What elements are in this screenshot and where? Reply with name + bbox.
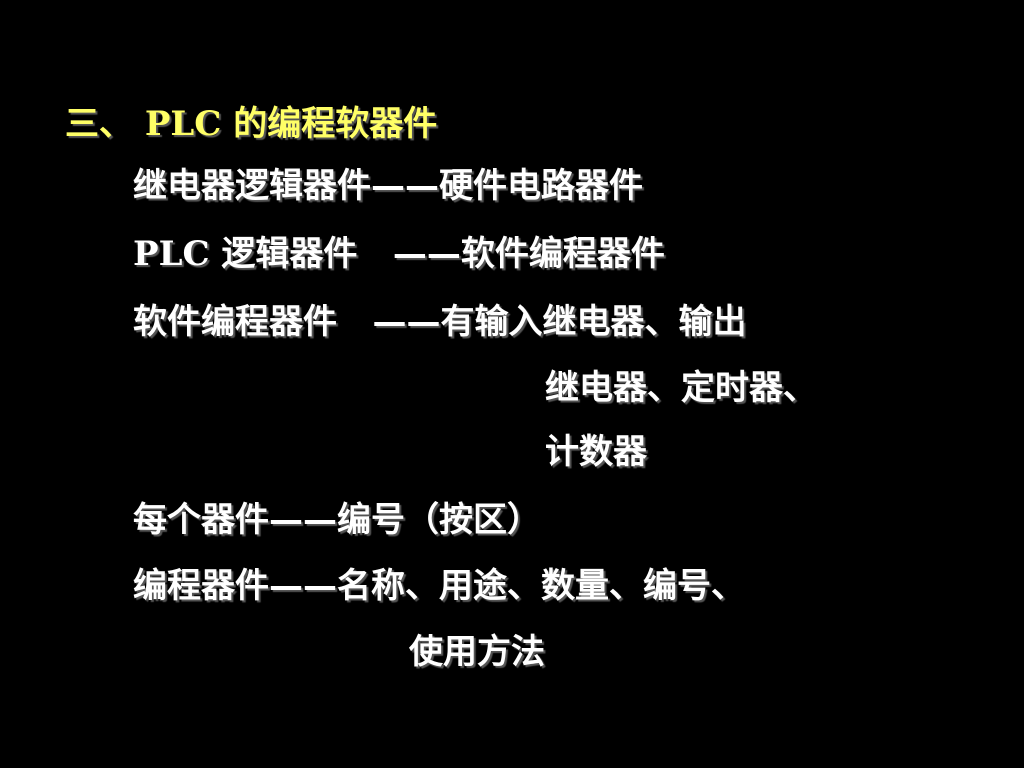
- text-line-device-attributes: 编程器件——名称、用途、数量、编号、: [133, 566, 745, 606]
- text-line-soft-devices-cont-1: 继电器、定时器、: [545, 368, 817, 408]
- text-line-device-numbering: 每个器件——编号（按区）: [133, 500, 541, 540]
- text-line-plc-logic: PLC 逻辑器件 ——软件编程器件: [133, 234, 665, 274]
- text-line-device-attributes-cont: 使用方法: [409, 632, 545, 672]
- text-line-relay-logic: 继电器逻辑器件——硬件电路器件: [133, 166, 643, 206]
- slide-title: 三、 PLC 的编程软器件: [65, 104, 438, 144]
- text-line-soft-devices-cont-2: 计数器: [545, 432, 647, 472]
- text-line-soft-devices: 软件编程器件 ——有输入继电器、输出: [133, 302, 747, 342]
